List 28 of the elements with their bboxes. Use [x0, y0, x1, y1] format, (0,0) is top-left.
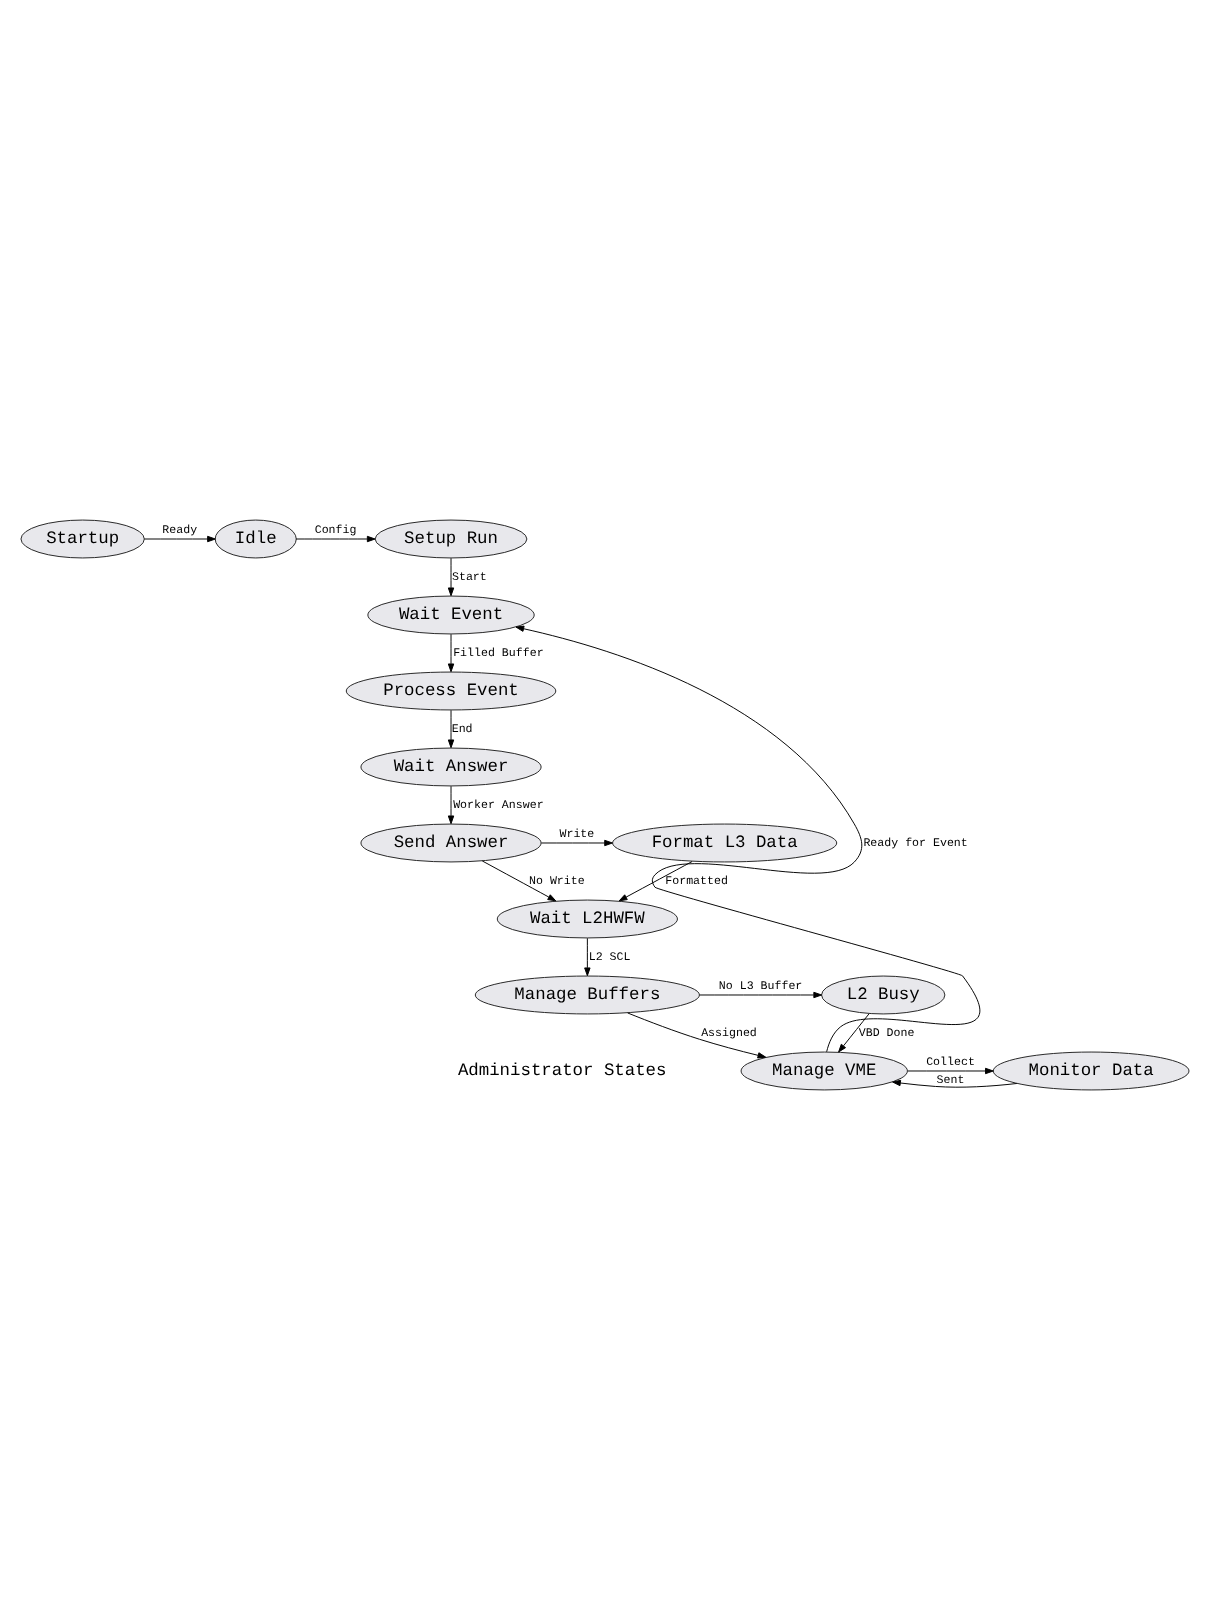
label: Administrator States: [457, 1060, 667, 1081]
arrow: [447, 556, 455, 596]
node-ellipse: Startup: [20, 518, 145, 558]
arrow: [892, 1078, 1018, 1087]
arrow: [618, 860, 693, 901]
arrow: [481, 859, 557, 901]
node-ellipse: L2 Busy: [821, 974, 946, 1014]
node-ellipse: Setup Run: [374, 518, 528, 558]
arrow: [627, 1011, 767, 1058]
arrow: [584, 936, 591, 976]
node-ellipse: Idle: [214, 518, 297, 558]
node-ellipse: Monitor Data: [992, 1050, 1190, 1090]
node-ellipse: Process Event: [345, 670, 557, 710]
arrow: [447, 784, 455, 824]
node-ellipse: Send Answer: [360, 822, 542, 862]
arrow: [699, 990, 823, 998]
node-ellipse: Wait Answer: [360, 746, 542, 786]
arrow: [447, 632, 455, 672]
arrow: [295, 534, 376, 542]
arrow: [515, 624, 981, 1052]
arrow: [838, 1012, 870, 1052]
node-ellipse: Wait L2HWFW: [496, 898, 678, 938]
arrow: [143, 534, 216, 542]
arrow: [540, 838, 613, 846]
node-ellipse: Format L3 Data: [612, 822, 838, 862]
node-ellipse: Manage Buffers: [474, 974, 700, 1014]
arrow: [447, 708, 455, 748]
arrow: [907, 1066, 994, 1074]
